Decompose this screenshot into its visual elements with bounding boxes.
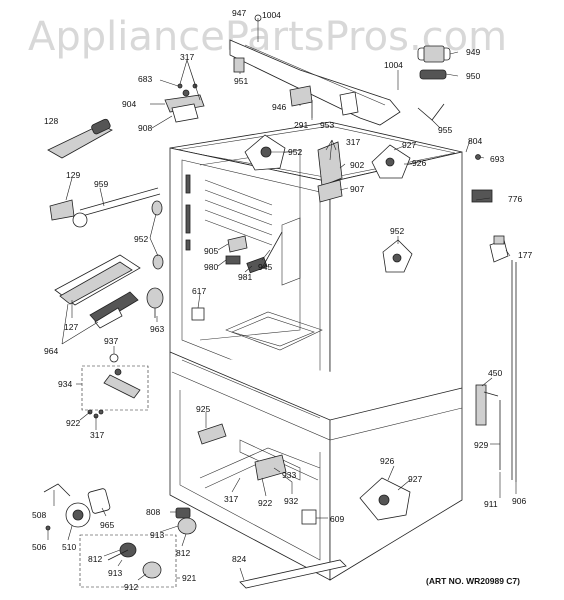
label-812-upper: 812: [176, 548, 190, 558]
label-127: 127: [64, 322, 78, 332]
label-952-left: 952: [134, 234, 148, 244]
label-291: 291: [294, 120, 308, 130]
label-953: 953: [320, 120, 334, 130]
label-929: 929: [474, 440, 488, 450]
top-cover-947: [229, 14, 401, 126]
label-824: 824: [232, 554, 246, 564]
label-1004-top: 1004: [262, 10, 281, 20]
label-922-left: 922: [66, 418, 80, 428]
label-950: 950: [466, 71, 480, 81]
label-922-bottom: 922: [258, 498, 272, 508]
label-905: 905: [204, 246, 218, 256]
label-317-top: 317: [180, 52, 194, 62]
art-number: (ART NO. WR20989 C7): [426, 576, 520, 586]
label-913-upper: 913: [150, 530, 164, 540]
label-177: 177: [518, 250, 532, 260]
label-980: 980: [204, 262, 218, 272]
label-952-right: 952: [390, 226, 404, 236]
label-981: 981: [238, 272, 252, 282]
label-963: 963: [150, 324, 164, 334]
label-908: 908: [138, 123, 152, 133]
leader-lines: [47, 18, 517, 581]
label-609: 609: [330, 514, 344, 524]
label-129: 129: [66, 170, 80, 180]
label-965: 965: [100, 520, 114, 530]
label-925: 925: [196, 404, 210, 414]
label-921: 921: [182, 573, 196, 583]
label-912: 912: [124, 582, 138, 592]
label-902: 902: [350, 160, 364, 170]
label-128: 128: [44, 116, 58, 126]
label-693: 693: [490, 154, 504, 164]
label-911: 911: [484, 499, 498, 509]
label-776: 776: [508, 194, 522, 204]
label-964: 964: [44, 346, 58, 356]
part-labels: 947 1004 949 950 1004 317 683 951 904 90…: [32, 8, 532, 592]
label-955: 955: [438, 125, 452, 135]
label-926-bottom: 926: [380, 456, 394, 466]
label-808: 808: [146, 507, 160, 517]
label-959: 959: [94, 179, 108, 189]
label-926-top: 926: [412, 158, 426, 168]
label-951: 951: [234, 76, 248, 86]
label-946: 946: [272, 102, 286, 112]
label-927-bottom: 927: [408, 474, 422, 484]
label-937: 937: [104, 336, 118, 346]
cabinet-assembly: [169, 121, 463, 581]
label-450: 450: [488, 368, 502, 378]
label-617: 617: [192, 286, 206, 296]
label-804: 804: [468, 136, 482, 146]
label-949: 949: [466, 47, 480, 57]
label-317-bottom: 317: [224, 494, 238, 504]
parts-group: [43, 45, 517, 589]
label-317-center: 317: [346, 137, 360, 147]
label-907: 907: [350, 184, 364, 194]
part-951-icon: [233, 57, 245, 73]
label-945: 945: [258, 262, 272, 272]
label-952-top: 952: [288, 147, 302, 157]
label-510: 510: [62, 542, 76, 552]
label-1004-right: 1004: [384, 60, 403, 70]
label-932: 932: [284, 496, 298, 506]
label-508: 508: [32, 510, 46, 520]
label-506: 506: [32, 542, 46, 552]
label-947: 947: [232, 8, 246, 18]
label-934: 934: [58, 379, 72, 389]
label-812-lower: 812: [88, 554, 102, 564]
label-683: 683: [138, 74, 152, 84]
label-317-left: 317: [90, 430, 104, 440]
label-904: 904: [122, 99, 136, 109]
label-913-lower: 913: [108, 568, 122, 578]
label-933: 933: [282, 470, 296, 480]
label-906: 906: [512, 496, 526, 506]
label-927-top: 927: [402, 140, 416, 150]
